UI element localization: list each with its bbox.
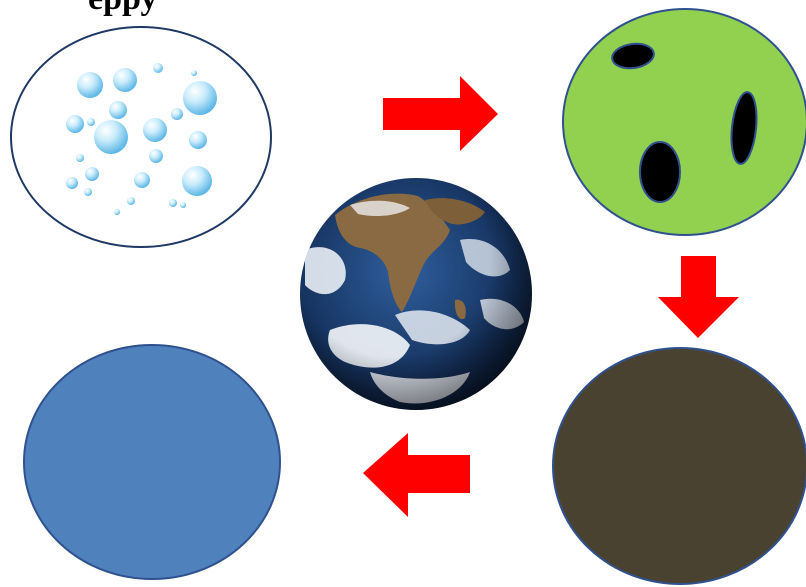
bubbles-circle — [11, 27, 271, 247]
arrow-down-icon — [658, 256, 739, 338]
blue-circle — [24, 345, 280, 579]
earth-globe-icon — [300, 178, 532, 410]
brown-circle — [553, 348, 806, 584]
spot — [640, 142, 680, 202]
green-spotted-circle — [563, 9, 806, 235]
arrow-left-icon — [363, 433, 470, 517]
arrow-right-icon — [383, 76, 498, 151]
